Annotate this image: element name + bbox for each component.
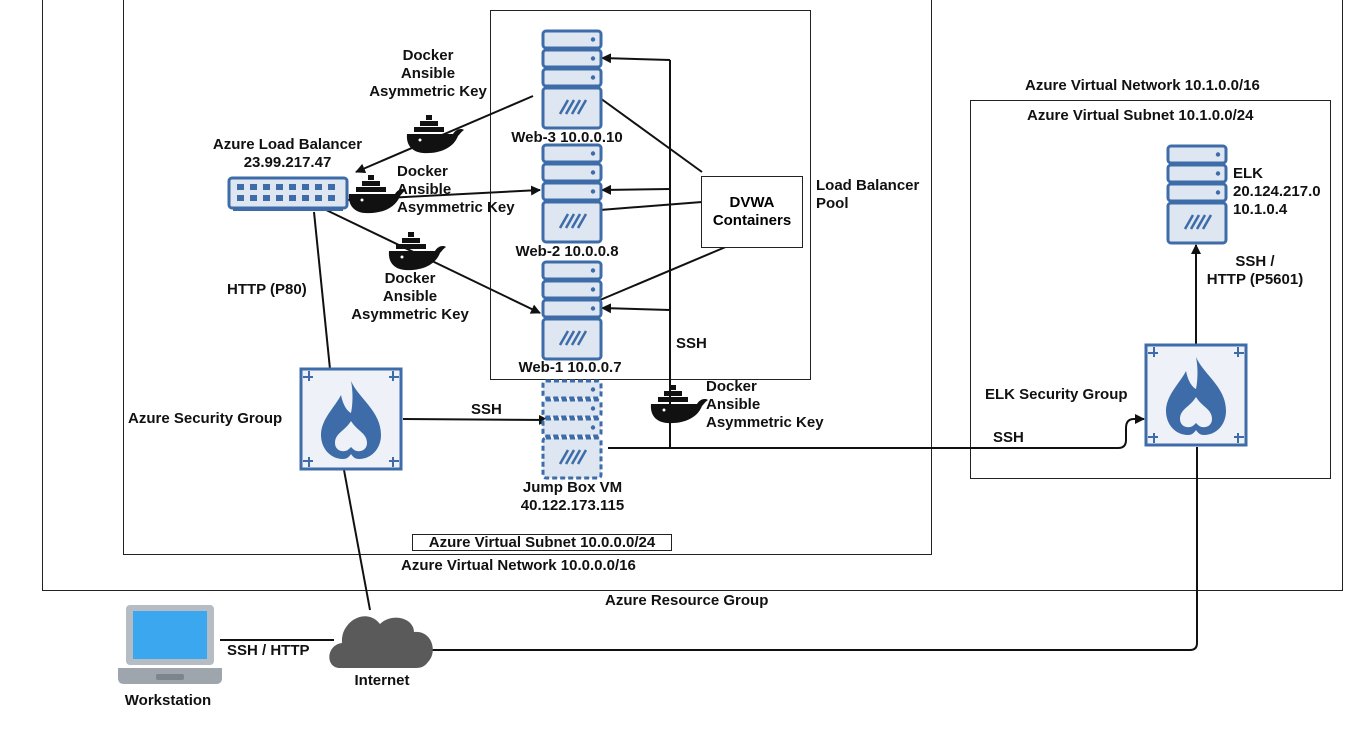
- internet-elk-line: [430, 447, 1198, 651]
- sg-internet-line: [343, 469, 371, 611]
- ssh-http-workstation-label: SSH / HTTP: [227, 642, 310, 659]
- ssh-elk-label: SSH: [993, 429, 1024, 446]
- resource-group-box: [42, 0, 1343, 591]
- internet-cloud-icon: [329, 616, 433, 668]
- docker-label-low: Docker Ansible Asymmetric Key: [351, 270, 469, 323]
- elk-server-icon: [1166, 144, 1228, 245]
- web1-server-icon: [541, 260, 603, 361]
- azure-sg-label: Azure Security Group: [128, 410, 283, 427]
- azure-security-group-icon: [299, 367, 403, 471]
- dvwa-web2-line: [599, 201, 703, 211]
- docker-label-mid: Docker Ansible Asymmetric Key: [397, 163, 515, 216]
- jump-elk-line: [608, 414, 1145, 449]
- dvwa-line2: Containers: [712, 212, 792, 229]
- ssh-web2-line: [601, 184, 671, 195]
- http-p80-label: HTTP (P80): [227, 281, 307, 298]
- ssh-jump-label: SSH: [471, 401, 502, 418]
- jump-box-server-icon: [541, 379, 603, 480]
- docker-whale-icon-right: [650, 385, 708, 424]
- vnet-elk-label: Azure Virtual Network 10.1.0.0/16: [1025, 77, 1260, 94]
- jump-box-label: Jump Box VM 40.122.173.115: [520, 479, 625, 514]
- docker-label-right: Docker Ansible Asymmetric Key: [706, 378, 824, 431]
- elk-server-label: ELK 20.124.217.0 10.1.0.4: [1233, 165, 1321, 218]
- elk-subnet-box: [970, 100, 1331, 479]
- elk-security-group-icon: [1144, 343, 1248, 447]
- lb-pool-box: [490, 10, 811, 380]
- load-balancer-icon: [227, 176, 349, 211]
- subnet-elk-label: Azure Virtual Subnet 10.1.0.0/24: [1027, 107, 1254, 124]
- docker-whale-icon-top: [406, 115, 464, 154]
- laptop-icon: [118, 605, 222, 684]
- elk-sg-label: ELK Security Group: [985, 386, 1128, 403]
- sg-jump-line: [402, 414, 549, 425]
- http-p80-line: [313, 211, 331, 370]
- dvwa-web3-line: [599, 97, 703, 173]
- dvwa-containers-box: DVWA Containers: [701, 176, 803, 248]
- web2-label: Web-2 10.0.0.8: [515, 243, 619, 260]
- docker-label-top: Docker Ansible Asymmetric Key: [369, 47, 487, 100]
- ssh-pool-label: SSH: [676, 335, 707, 352]
- web2-server-icon: [541, 143, 603, 244]
- subnet-main-label: Azure Virtual Subnet 10.0.0.0/24: [412, 534, 672, 551]
- web1-label: Web-1 10.0.0.7: [518, 359, 622, 376]
- load-balancer-label: Azure Load Balancer 23.99.217.47: [212, 136, 363, 171]
- dvwa-line1: DVWA: [729, 194, 775, 211]
- resource-group-label: Azure Resource Group: [605, 592, 769, 609]
- ssh-web3-line: [601, 53, 671, 64]
- ssh-http-elk-label: SSH / HTTP (P5601): [1206, 253, 1304, 288]
- workstation-label: Workstation: [124, 692, 212, 709]
- lb-pool-label: Load Balancer Pool: [816, 177, 920, 212]
- ssh-web1-line: [601, 303, 671, 314]
- vnet-main-box: [123, 0, 932, 555]
- web3-server-icon: [541, 29, 603, 130]
- vnet-main-label: Azure Virtual Network 10.0.0.0/16: [401, 557, 636, 574]
- internet-label: Internet: [354, 672, 410, 689]
- web3-label: Web-3 10.0.0.10: [511, 129, 623, 146]
- dvwa-web1-line: [599, 245, 729, 301]
